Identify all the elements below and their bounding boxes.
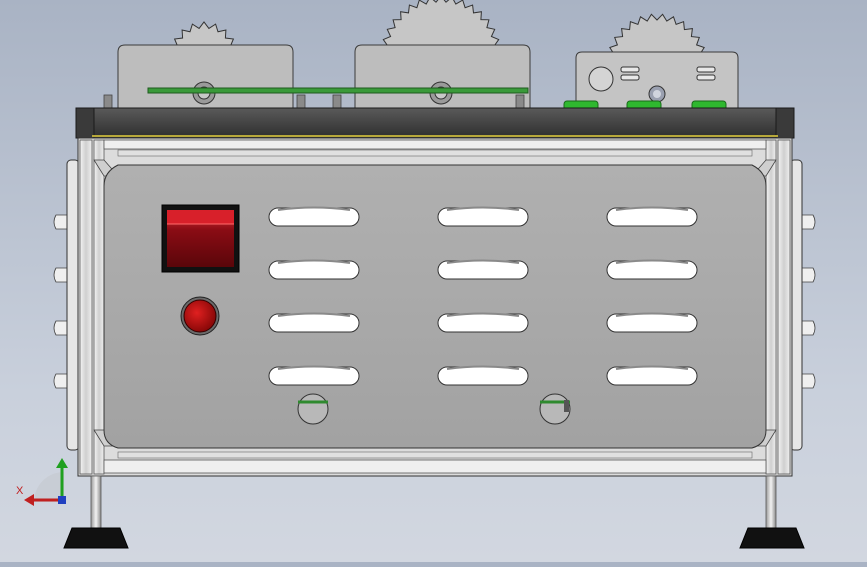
heat-fin bbox=[53, 267, 69, 283]
gear-middle bbox=[380, 0, 502, 57]
heat-fin bbox=[53, 214, 69, 230]
axis-triad bbox=[24, 458, 68, 506]
cable-grommet-left bbox=[297, 393, 329, 425]
vent-slot bbox=[437, 365, 529, 386]
vent-slot bbox=[606, 365, 698, 386]
vent-slot bbox=[268, 312, 360, 333]
heat-fin bbox=[53, 320, 69, 336]
vent-slot bbox=[268, 259, 360, 280]
vent-slot bbox=[606, 259, 698, 280]
control-box-right bbox=[575, 51, 739, 111]
leg-left bbox=[63, 475, 129, 549]
vent-slot bbox=[268, 206, 360, 227]
power-switch[interactable] bbox=[161, 204, 240, 273]
vent-slot bbox=[606, 312, 698, 333]
top-plate bbox=[75, 107, 795, 139]
motor-housing-left bbox=[117, 44, 294, 111]
vent-slot bbox=[437, 312, 529, 333]
leg-right bbox=[739, 475, 805, 549]
pcb-board bbox=[147, 87, 529, 94]
heat-fin bbox=[53, 373, 69, 389]
fins-right bbox=[800, 214, 816, 389]
vent-slot bbox=[437, 206, 529, 227]
indicator-button[interactable] bbox=[180, 296, 220, 336]
vent-slot bbox=[606, 206, 698, 227]
heat-fin bbox=[800, 267, 816, 283]
heat-fin bbox=[800, 214, 816, 230]
heat-fin bbox=[800, 373, 816, 389]
vent-slot bbox=[268, 365, 360, 386]
motor-housing-middle bbox=[354, 44, 531, 111]
cable-grommet-right bbox=[539, 393, 571, 425]
x-axis-label: X bbox=[16, 485, 24, 497]
vent-slots bbox=[268, 206, 698, 386]
vent-slot bbox=[437, 259, 529, 280]
heat-fin bbox=[800, 320, 816, 336]
fins-left bbox=[53, 214, 69, 389]
